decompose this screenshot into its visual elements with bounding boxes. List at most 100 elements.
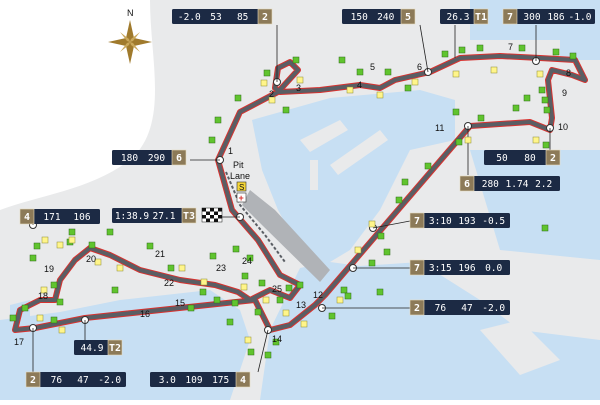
marshal-post-green bbox=[264, 351, 272, 359]
marshal-post-green bbox=[231, 299, 239, 307]
marshal-post-green bbox=[338, 56, 346, 64]
marshal-post-green bbox=[246, 254, 254, 262]
gear-value: T3 bbox=[183, 211, 195, 222]
marshal-post-yellow bbox=[56, 241, 64, 249]
marshal-post-green bbox=[542, 141, 550, 149]
panel-value: 44.9 bbox=[81, 343, 104, 354]
panel-value: 150 bbox=[351, 12, 368, 23]
pit-speed-sign bbox=[236, 181, 247, 192]
marshal-post-green bbox=[214, 116, 222, 124]
panel-value: 27.1 bbox=[153, 211, 176, 222]
marshal-post-green bbox=[344, 292, 352, 300]
pit-lane-area bbox=[242, 190, 330, 282]
marshal-post-yellow bbox=[40, 286, 48, 294]
marshal-post-green bbox=[512, 104, 520, 112]
marshal-post-yellow bbox=[300, 320, 308, 328]
harbour-basin bbox=[252, 90, 455, 268]
gear-value: 2 bbox=[414, 303, 420, 314]
panel-value: -2.0 bbox=[482, 303, 505, 314]
corner-13-label: 13 bbox=[296, 300, 306, 310]
panel-background bbox=[410, 260, 510, 275]
panel-value: 50 bbox=[496, 153, 508, 164]
marshal-post-yellow bbox=[464, 136, 472, 144]
marshal-post-green bbox=[384, 68, 392, 76]
marshal-post-green bbox=[213, 296, 221, 304]
marshal-post-green bbox=[424, 162, 432, 170]
marshal-post-green bbox=[167, 264, 175, 272]
marshal-post-green bbox=[199, 288, 207, 296]
corner-24-label: 24 bbox=[242, 256, 252, 266]
corner-8-label: 8 bbox=[566, 68, 571, 78]
pit-label-line1: Pit bbox=[233, 160, 244, 170]
marshal-post-green bbox=[518, 44, 526, 52]
gear-box bbox=[409, 212, 425, 229]
gear-value: T2 bbox=[109, 343, 121, 354]
panel-value: -2.0 bbox=[178, 12, 201, 23]
panel-background bbox=[112, 150, 186, 165]
dock-island bbox=[480, 320, 560, 375]
marshal-post-green bbox=[296, 281, 304, 289]
corner-23-label: 23 bbox=[216, 263, 226, 273]
gear-value: 7 bbox=[414, 216, 420, 227]
marshal-post-green bbox=[285, 284, 293, 292]
panel-value: 1.74 bbox=[506, 179, 529, 190]
marshal-post-green bbox=[404, 84, 412, 92]
marshal-post-green bbox=[50, 316, 58, 324]
panel-value: 85 bbox=[237, 12, 248, 23]
marshal-post-green bbox=[541, 224, 549, 232]
panel-value: 175 bbox=[212, 375, 229, 386]
marshal-post-green bbox=[356, 68, 364, 76]
panel-value: 76 bbox=[435, 303, 447, 314]
panel-value: 1:38.9 bbox=[115, 211, 150, 222]
marshal-post-yellow bbox=[94, 258, 102, 266]
corner-11-label: 11 bbox=[435, 123, 444, 133]
marshal-post-green bbox=[208, 136, 216, 144]
panel-value: 300 bbox=[523, 12, 540, 23]
marshal-post-yellow bbox=[116, 264, 124, 272]
corner-15-label: 15 bbox=[175, 298, 185, 308]
dock-pier-1 bbox=[300, 120, 348, 152]
gear-value: 2 bbox=[550, 153, 556, 164]
marshal-post-green bbox=[106, 228, 114, 236]
marshal-post-green bbox=[340, 286, 348, 294]
dock-pier-3 bbox=[310, 160, 318, 190]
dock-pier-2 bbox=[330, 130, 388, 175]
corner-14-label: 14 bbox=[272, 334, 282, 344]
gear-box bbox=[409, 259, 425, 276]
corner-17-label: 17 bbox=[14, 337, 24, 347]
marshal-post-yellow bbox=[282, 309, 290, 317]
track-surface bbox=[13, 54, 587, 332]
panel-value: 3:15 bbox=[429, 263, 452, 274]
corner-20-label: 20 bbox=[86, 254, 96, 264]
gear-box bbox=[257, 8, 273, 25]
panel-background bbox=[410, 213, 510, 228]
corner-21-label: 21 bbox=[155, 249, 165, 259]
marshal-post-yellow bbox=[411, 78, 419, 86]
panel-background bbox=[503, 9, 595, 24]
marshal-post-green bbox=[254, 308, 262, 316]
marshal-post-yellow bbox=[354, 246, 362, 254]
gear-box bbox=[181, 207, 197, 224]
panel-value: 193 bbox=[458, 216, 475, 227]
marshal-post-yellow bbox=[336, 296, 344, 304]
pit-speed-sign-label: S bbox=[239, 183, 244, 192]
gear-box bbox=[409, 299, 425, 316]
marshal-post-green bbox=[401, 178, 409, 186]
marshal-post-yellow bbox=[296, 76, 304, 84]
marshal-post-green bbox=[292, 56, 300, 64]
panel-background bbox=[26, 372, 126, 387]
panel-value: -2.0 bbox=[98, 375, 121, 386]
panel-value: 180 bbox=[121, 153, 138, 164]
gear-box bbox=[545, 149, 561, 166]
panel-value: -0.5 bbox=[482, 216, 505, 227]
gear-value: 7 bbox=[414, 263, 420, 274]
